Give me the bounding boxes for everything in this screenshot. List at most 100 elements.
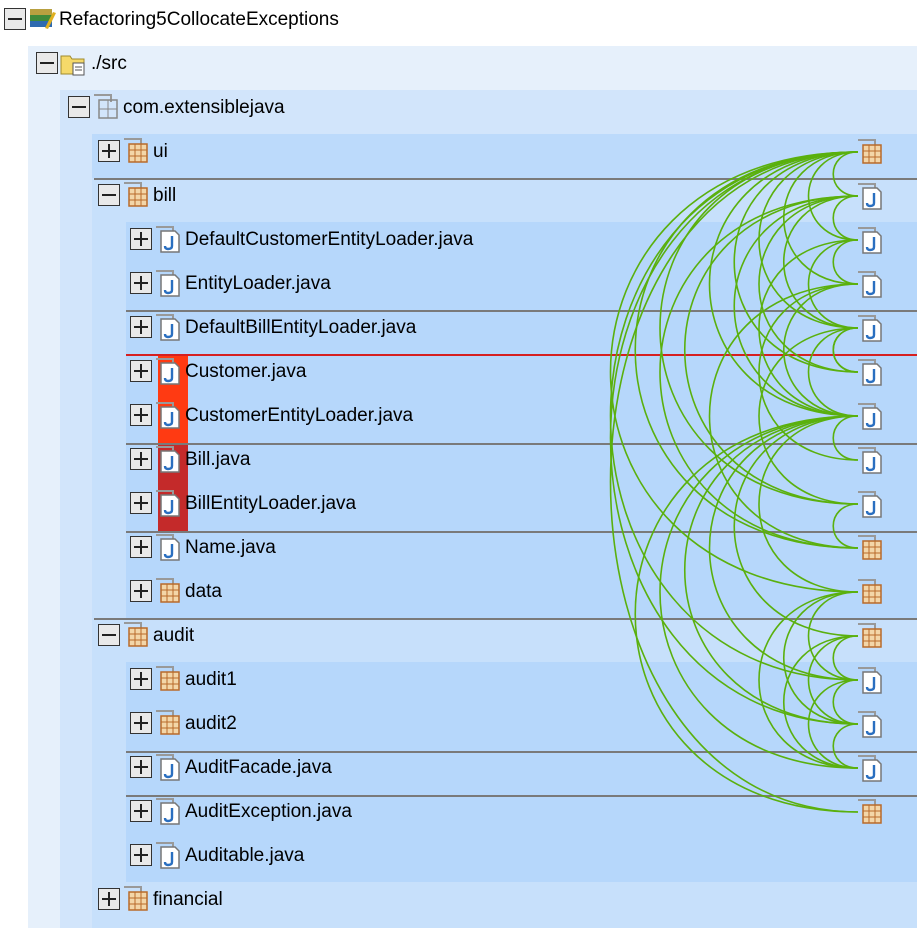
- dependency-arc: [783, 283, 859, 417]
- tree-item-label: DefaultCustomerEntityLoader.java: [185, 228, 474, 250]
- tree-item-label: AuditException.java: [185, 800, 352, 822]
- tree-item-entityloader[interactable]: EntityLoader.java: [130, 261, 331, 305]
- package-row[interactable]: com.extensiblejava: [68, 85, 285, 129]
- expand-toggle[interactable]: [98, 888, 120, 910]
- expand-toggle[interactable]: [98, 140, 120, 162]
- tree-item-customerentityloader[interactable]: CustomerEntityLoader.java: [130, 393, 413, 437]
- dependency-arc: [807, 151, 859, 241]
- project-label: Refactoring5CollocateExceptions: [59, 8, 339, 30]
- tree-item-bill[interactable]: Bill.java: [130, 437, 250, 481]
- dependency-node-audit1-package-icon: [855, 577, 885, 607]
- src-row[interactable]: ./src: [36, 41, 127, 85]
- java-file-icon: [153, 796, 183, 826]
- collapse-toggle[interactable]: [36, 52, 58, 74]
- dependency-arc: [832, 503, 859, 549]
- expand-toggle[interactable]: [130, 844, 152, 866]
- tree-item-label: CustomerEntityLoader.java: [185, 404, 414, 426]
- ui-label: ui: [153, 140, 168, 162]
- dependency-node-defaultbillentityloader-java-file-icon: [855, 269, 885, 299]
- dependency-arc: [832, 327, 859, 373]
- tree-item-label: Auditable.java: [185, 844, 305, 866]
- dependency-node-billentityloader-java-file-icon: [855, 445, 885, 475]
- tree-item-billentityloader[interactable]: BillEntityLoader.java: [130, 481, 356, 525]
- expand-toggle[interactable]: [130, 580, 152, 602]
- tree-item-bill[interactable]: bill: [98, 173, 176, 217]
- tree-item-name[interactable]: Name.java: [130, 525, 276, 569]
- expand-toggle[interactable]: [130, 492, 152, 514]
- src-label: ./src: [91, 52, 127, 74]
- expand-toggle[interactable]: [130, 360, 152, 382]
- tree-item-audit[interactable]: audit: [98, 613, 194, 657]
- dependency-arc: [807, 239, 859, 329]
- dependency-arc: [783, 151, 859, 285]
- tree-item-label: Customer.java: [185, 360, 307, 382]
- collapse-toggle[interactable]: [98, 624, 120, 646]
- expand-toggle[interactable]: [130, 756, 152, 778]
- dependency-node-customerentityloader-java-file-icon: [855, 357, 885, 387]
- tree-item-audit1[interactable]: audit1: [130, 657, 237, 701]
- tree-item-label: Name.java: [185, 536, 276, 558]
- expand-toggle[interactable]: [130, 316, 152, 338]
- tree-item-ui[interactable]: ui: [98, 129, 168, 173]
- dependency-arc: [733, 415, 859, 637]
- collapse-toggle[interactable]: [98, 184, 120, 206]
- tree-item-defaultcustomerentityloader[interactable]: DefaultCustomerEntityLoader.java: [130, 217, 473, 261]
- tree-item-label: EntityLoader.java: [185, 272, 331, 294]
- dependency-arc: [708, 283, 859, 549]
- dependency-node-defaultcustomerentityloader-java-file-icon: [855, 181, 885, 211]
- dependency-node-ui-package-icon: [855, 137, 885, 167]
- tree-item-label: audit1: [185, 668, 237, 690]
- separator: [126, 751, 917, 753]
- tree-item-data[interactable]: data: [130, 569, 222, 613]
- expand-toggle[interactable]: [130, 272, 152, 294]
- collapse-toggle[interactable]: [4, 8, 26, 30]
- tree-item-defaultbillentityloader[interactable]: DefaultBillEntityLoader.java: [130, 305, 416, 349]
- expand-toggle[interactable]: [130, 448, 152, 470]
- tree-root-row[interactable]: Refactoring5CollocateExceptions: [4, 0, 339, 41]
- expand-toggle[interactable]: [130, 404, 152, 426]
- tree-item-auditfacade[interactable]: AuditFacade.java: [130, 745, 332, 789]
- package-icon: [91, 92, 121, 122]
- collapse-toggle[interactable]: [68, 96, 90, 118]
- dependency-arc: [659, 415, 859, 769]
- financial-row-panel: [92, 882, 917, 928]
- dependency-arc: [783, 635, 859, 769]
- dependency-arc: [708, 151, 859, 417]
- violation-line: [126, 354, 917, 356]
- tree-item-label: DefaultBillEntityLoader.java: [185, 316, 417, 338]
- separator: [126, 795, 917, 797]
- tree-item-customer[interactable]: Customer.java: [130, 349, 306, 393]
- dependency-node-customer-java-file-icon: [855, 313, 885, 343]
- tree-item-financial[interactable]: financial: [98, 877, 223, 921]
- expand-toggle[interactable]: [130, 228, 152, 250]
- expand-toggle[interactable]: [130, 536, 152, 558]
- dependency-arc: [832, 679, 859, 725]
- tree-item-label: data: [185, 580, 222, 602]
- expand-toggle[interactable]: [130, 712, 152, 734]
- dependency-node-name-java-file-icon: [855, 489, 885, 519]
- dependency-arc: [758, 195, 859, 373]
- java-file-icon: [153, 532, 183, 562]
- tree-item-audit2[interactable]: audit2: [130, 701, 237, 745]
- dependency-arc: [758, 327, 859, 505]
- separator: [126, 443, 917, 445]
- dependency-arc: [807, 679, 859, 769]
- java-file-icon: [153, 224, 183, 254]
- dependency-arc: [683, 415, 859, 725]
- tree-item-auditable[interactable]: Auditable.java: [130, 833, 304, 877]
- expand-toggle[interactable]: [130, 668, 152, 690]
- tree-item-auditexception[interactable]: AuditException.java: [130, 789, 352, 833]
- dependency-arc: [832, 195, 859, 241]
- java-file-icon: [153, 268, 183, 298]
- bill-label: bill: [153, 184, 177, 206]
- package-icon: [121, 136, 151, 166]
- dependency-node-auditfacade-java-file-icon: [855, 665, 885, 695]
- java-file-icon: [153, 356, 183, 386]
- java-file-icon: [153, 840, 183, 870]
- dependency-arc: [634, 415, 859, 813]
- dependency-node-bill-java-file-icon: [855, 401, 885, 431]
- expand-toggle[interactable]: [130, 800, 152, 822]
- separator: [94, 618, 917, 620]
- dependency-node-auditexception-java-file-icon: [855, 709, 885, 739]
